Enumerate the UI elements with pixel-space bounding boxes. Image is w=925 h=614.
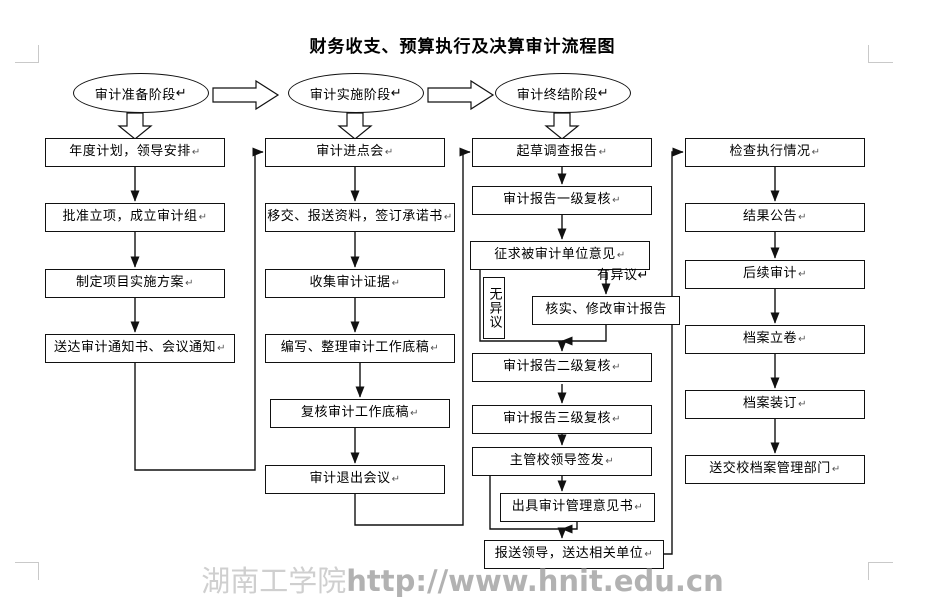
node-review-level-3[interactable]: 审计报告三级复核↵ bbox=[472, 405, 652, 434]
node-label: 复核审计工作底稿 bbox=[301, 405, 410, 421]
node-label: 档案立卷 bbox=[743, 331, 798, 347]
pilcrow-mark: ↵ bbox=[191, 147, 201, 158]
stage-ellipse-finish[interactable]: 审计终结阶段↵ bbox=[495, 73, 631, 113]
node-label: 收集审计证据 bbox=[309, 275, 391, 291]
stage-down-arrow-3 bbox=[544, 112, 580, 140]
node-solicit-opinion[interactable]: 征求被审计单位意见↵ bbox=[470, 241, 650, 270]
node-label: 年度计划，领导安排 bbox=[69, 144, 191, 160]
node-label: 征求被审计单位意见 bbox=[494, 247, 616, 263]
node-collect-evidence[interactable]: 收集审计证据↵ bbox=[265, 269, 445, 298]
node-label: 送达审计通知书、会议通知 bbox=[54, 340, 217, 356]
node-label: 主管校领导签发 bbox=[509, 453, 605, 469]
node-verify-revise[interactable]: 核实、修改审计报告 bbox=[532, 296, 680, 325]
stage-arrow-1 bbox=[212, 79, 280, 111]
stage-ellipse-prepare[interactable]: 审计准备阶段↵ bbox=[73, 73, 209, 113]
node-label: 报送领导，送达相关单位 bbox=[494, 546, 644, 562]
pilcrow-mark: ↵ bbox=[798, 334, 807, 345]
node-issue-opinion[interactable]: 出具审计管理意见书↵ bbox=[500, 493, 655, 522]
node-report-to-leaders[interactable]: 报送领导，送达相关单位↵ bbox=[484, 540, 664, 569]
node-deliver-notice[interactable]: 送达审计通知书、会议通知↵ bbox=[45, 334, 235, 363]
node-label: 编写、整理审计工作底稿 bbox=[280, 340, 430, 356]
pilcrow-mark: ↵ bbox=[798, 269, 807, 280]
pilcrow-mark: ↵ bbox=[798, 399, 807, 410]
stage-label: 审计终结阶段 bbox=[516, 87, 598, 103]
node-file-binding[interactable]: 档案装订↵ bbox=[685, 390, 865, 419]
node-label: 审计报告一级复核 bbox=[503, 192, 612, 208]
stage-ellipse-execute[interactable]: 审计实施阶段↵ bbox=[288, 73, 424, 113]
node-review-level-1[interactable]: 审计报告一级复核↵ bbox=[472, 186, 652, 215]
node-review-level-2[interactable]: 审计报告二级复核↵ bbox=[472, 353, 652, 382]
pilcrow-mark: ↵ bbox=[637, 268, 649, 283]
node-make-plan[interactable]: 制定项目实施方案↵ bbox=[45, 269, 225, 298]
stage-down-arrow-2 bbox=[337, 112, 373, 140]
stage-arrow-2 bbox=[427, 79, 495, 111]
branch-label-text: 有异议 bbox=[597, 268, 638, 283]
pilcrow-mark: ↵ bbox=[185, 278, 194, 289]
node-label: 制定项目实施方案 bbox=[76, 275, 185, 291]
pilcrow-mark: ↵ bbox=[612, 414, 621, 425]
node-label: 起草调查报告 bbox=[516, 144, 598, 160]
node-label: 出具审计管理意见书 bbox=[511, 499, 634, 515]
node-send-to-archive[interactable]: 送交校档案管理部门↵ bbox=[685, 455, 865, 484]
node-check-execution[interactable]: 检查执行情况↵ bbox=[685, 138, 865, 167]
node-draft-workpaper[interactable]: 编写、整理审计工作底稿↵ bbox=[265, 334, 455, 363]
node-draft-report[interactable]: 起草调查报告↵ bbox=[472, 138, 652, 167]
branch-label-text: 无异议 bbox=[486, 287, 502, 329]
stage-label: 审计准备阶段 bbox=[94, 87, 176, 103]
node-label: 核实、修改审计报告 bbox=[545, 302, 667, 318]
node-label: 审计退出会议 bbox=[309, 471, 391, 487]
node-label: 送交校档案管理部门 bbox=[709, 461, 831, 477]
node-label: 后续审计 bbox=[743, 266, 798, 282]
branch-label-has-objection: 有异议↵ bbox=[597, 264, 649, 283]
pilcrow-mark: ↵ bbox=[430, 343, 440, 354]
pilcrow-mark: ↵ bbox=[597, 85, 610, 101]
node-review-workpaper[interactable]: 复核审计工作底稿↵ bbox=[270, 399, 450, 428]
pilcrow-mark: ↵ bbox=[198, 212, 208, 223]
watermark-url: http://www.hnit.edu.cn bbox=[346, 564, 724, 598]
node-follow-up-audit[interactable]: 后续审计↵ bbox=[685, 260, 865, 289]
watermark-organization: 湖南工学院 bbox=[201, 564, 347, 598]
pilcrow-mark: ↵ bbox=[598, 147, 608, 158]
node-label: 审计报告三级复核 bbox=[503, 411, 612, 427]
pilcrow-mark: ↵ bbox=[616, 250, 626, 261]
pilcrow-mark: ↵ bbox=[410, 408, 419, 419]
watermark: 湖南工学院http://www.hnit.edu.cn bbox=[0, 558, 925, 600]
pilcrow-mark: ↵ bbox=[390, 85, 403, 101]
pilcrow-mark: ↵ bbox=[612, 195, 621, 206]
node-label: 移交、报送资料，签订承诺书 bbox=[267, 209, 443, 225]
pilcrow-mark: ↵ bbox=[384, 147, 394, 158]
node-approve-project[interactable]: 批准立项，成立审计组↵ bbox=[45, 203, 225, 232]
pilcrow-mark: ↵ bbox=[605, 456, 615, 467]
pilcrow-mark: ↵ bbox=[175, 85, 188, 101]
pilcrow-mark: ↵ bbox=[612, 362, 621, 373]
pilcrow-mark: ↵ bbox=[831, 464, 841, 475]
pilcrow-mark: ↵ bbox=[391, 474, 401, 485]
pilcrow-mark: ↵ bbox=[443, 212, 453, 223]
node-leader-sign[interactable]: 主管校领导签发↵ bbox=[472, 447, 652, 476]
node-submit-materials[interactable]: 移交、报送资料，签订承诺书↵ bbox=[265, 203, 455, 232]
stage-label: 审计实施阶段 bbox=[309, 87, 391, 103]
node-exit-meeting[interactable]: 审计退出会议↵ bbox=[265, 465, 445, 494]
node-label: 审计进点会 bbox=[316, 144, 384, 160]
node-annual-plan[interactable]: 年度计划，领导安排↵ bbox=[45, 138, 225, 167]
pilcrow-mark: ↵ bbox=[217, 343, 226, 354]
pilcrow-mark: ↵ bbox=[811, 147, 821, 158]
node-label: 档案装订 bbox=[743, 396, 798, 412]
node-file-archive[interactable]: 档案立卷↵ bbox=[685, 325, 865, 354]
pilcrow-mark: ↵ bbox=[798, 212, 807, 223]
node-label: 批准立项，成立审计组 bbox=[62, 209, 198, 225]
node-entry-meeting[interactable]: 审计进点会↵ bbox=[265, 138, 445, 167]
node-label: 审计报告二级复核 bbox=[503, 359, 612, 375]
stage-down-arrow-1 bbox=[117, 112, 153, 140]
pilcrow-mark: ↵ bbox=[391, 278, 401, 289]
branch-label-no-objection: 无异议 bbox=[483, 277, 505, 339]
page-title: 财务收支、预算执行及决算审计流程图 bbox=[309, 37, 616, 57]
node-label: 结果公告 bbox=[743, 209, 798, 225]
node-label: 检查执行情况 bbox=[729, 144, 811, 160]
pilcrow-mark: ↵ bbox=[634, 502, 644, 513]
node-result-notice[interactable]: 结果公告↵ bbox=[685, 203, 865, 232]
pilcrow-mark: ↵ bbox=[644, 549, 654, 560]
